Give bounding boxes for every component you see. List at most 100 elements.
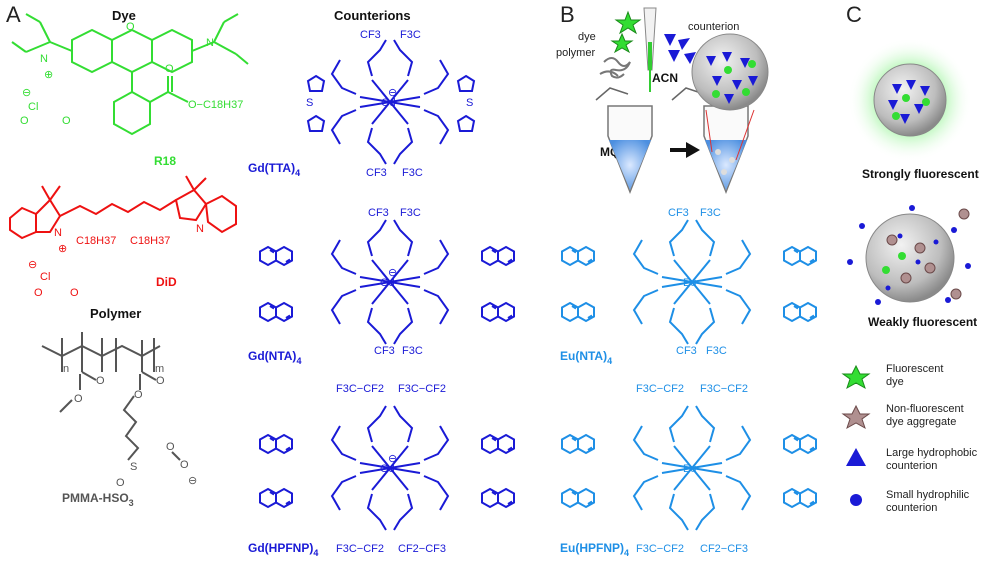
label-gd-nta: Gd(NTA)4: [248, 349, 301, 366]
sulfonate-o-bottom: O: [116, 477, 125, 489]
r18-nitrogen-left: N: [40, 53, 48, 65]
legend-item-4-line1: Small hydrophilic: [886, 489, 970, 501]
arrow-head: [686, 142, 700, 158]
polymer-index-m: m: [155, 363, 164, 375]
did-chain-right: C18H37: [130, 235, 170, 247]
gd-tta-f3c-br: F3C: [402, 167, 423, 179]
label-did: DiD: [156, 275, 177, 289]
r18-structure: [11, 13, 249, 136]
gd-tta-minus: ⊖: [388, 87, 397, 99]
r18-carbonyl-o: O: [165, 63, 174, 75]
label-weakly-fluorescent: Weakly fluorescent: [868, 315, 977, 329]
r18-perchlorate-cl: Cl: [28, 101, 38, 113]
eu-nta-cf3-tl: CF3: [668, 207, 689, 219]
weak-outside-ions: [847, 205, 971, 305]
section-title-polymer: Polymer: [90, 306, 141, 321]
legend-item-1-line2: dye: [886, 376, 904, 388]
did-perchlorate-cl: Cl: [40, 271, 50, 283]
eu-hpfnp-bottom-left: F3C−CF2: [636, 543, 684, 555]
eu-hpfnp-top-left: F3C−CF2: [636, 383, 684, 395]
sulfonate-o-top: O: [166, 441, 175, 453]
eu-hpfnp-bottom-right: CF2−CF3: [700, 543, 748, 555]
legend-item-1-line1: Fluorescent: [886, 363, 943, 375]
gd-nta-f3c-tr: F3C: [400, 207, 421, 219]
strong-particle-contents: [888, 80, 930, 124]
eu-hpfnp-metal: Eu: [683, 463, 696, 475]
gd-hpfnp-metal: Gd: [380, 463, 395, 475]
label-eu-hpfnp: Eu(HPFNP)4: [560, 541, 629, 558]
label-counterion: counterion: [688, 21, 739, 33]
eu-nta-f3c-br: F3C: [706, 345, 727, 357]
gd-nta-f3c-br: F3C: [402, 345, 423, 357]
nanoparticle-zoom: [691, 33, 769, 111]
legend-large-counterion-icon: [846, 448, 866, 466]
sulfonate-o-right: O: [180, 459, 189, 471]
panel-label-c: C: [846, 2, 862, 27]
gd-tta-s-right: S: [466, 97, 473, 109]
eu-hpfnp-top-right: F3C−CF2: [700, 383, 748, 395]
legend-aggregate-icon: [841, 404, 871, 430]
did-structure: [9, 175, 237, 240]
did-chain-left: C18H37: [76, 235, 116, 247]
gd-tta-cf3-bl: CF3: [366, 167, 387, 179]
label-gd-tta: Gd(TTA)4: [248, 161, 300, 178]
r18-perchlorate-o2: O: [62, 115, 71, 127]
label-strongly-fluorescent: Strongly fluorescent: [862, 167, 979, 181]
r18-perchlorate-o: O: [20, 115, 29, 127]
weak-particle-contents: [882, 233, 939, 291]
polymer-structure: [41, 332, 181, 461]
polymer-index-n: n: [63, 363, 69, 375]
panel-label-a: A: [6, 2, 21, 27]
weak-nanoparticle: [865, 213, 955, 303]
sulfonate-minus: ⊖: [188, 475, 197, 487]
label-acn: ACN: [652, 71, 678, 85]
did-nitrogen-left: N: [54, 227, 62, 239]
label-eu-nta: Eu(NTA)4: [560, 349, 612, 366]
legend-item-3-line2: counterion: [886, 460, 937, 472]
did-nitrogen-right: N: [196, 223, 204, 235]
eu-nta-f3c-tr: F3C: [700, 207, 721, 219]
did-perchlorate-o2: O: [70, 287, 79, 299]
legend-fluorescent-dye-icon: [841, 364, 871, 390]
r18-nitrogen-right: N: [206, 37, 214, 49]
gd-nta-cf3-bl: CF3: [374, 345, 395, 357]
gd-tta-cf3-tl: CF3: [360, 29, 381, 41]
r18-ester-chain: O−C18H37: [188, 99, 243, 111]
label-polymer: polymer: [556, 47, 595, 59]
gd-tta-s-left: S: [306, 97, 313, 109]
label-r18: R18: [154, 154, 176, 168]
label-pmma: PMMA-HSO3: [62, 491, 134, 508]
r18-oxygen: O: [126, 21, 135, 33]
polymer-squiggle: [599, 57, 631, 79]
did-perchlorate-o: O: [34, 287, 43, 299]
eu-nta-cf3-bl: CF3: [676, 345, 697, 357]
gd-tta-metal: Gd: [381, 97, 396, 109]
gd-hpfnp-bottom-right: CF2−CF3: [398, 543, 446, 555]
section-title-dye: Dye: [112, 8, 136, 23]
label-dye: dye: [578, 31, 596, 43]
legend: Fluorescent dye Non-fluorescent dye aggr…: [841, 363, 978, 514]
legend-item-2-line2: dye aggregate: [886, 416, 956, 428]
pipette: [643, 7, 657, 92]
polymer-ester-o1: O: [74, 393, 83, 405]
gd-nta-minus: ⊖: [388, 267, 397, 279]
panel-label-b: B: [560, 2, 575, 27]
polymer-carbonyl-o2: O: [156, 375, 165, 387]
gd-tta-f3c-tr: F3C: [400, 29, 421, 41]
polymer-carbonyl-o1: O: [96, 375, 105, 387]
r18-plus: ⊕: [44, 69, 53, 81]
section-title-counterions: Counterions: [334, 8, 411, 23]
legend-item-4-line2: counterion: [886, 502, 937, 514]
counterion-triangles: [664, 34, 696, 64]
legend-item-3-line1: Large hydrophobic: [886, 447, 978, 459]
gd-hpfnp-top-left: F3C−CF2: [336, 383, 384, 395]
legend-small-counterion-icon: [850, 494, 862, 506]
strong-nanoparticle: [873, 63, 947, 137]
sulfonate-s: S: [130, 461, 137, 473]
gd-hpfnp-minus: ⊖: [388, 453, 397, 465]
label-gd-hpfnp: Gd(HPFNP)4: [248, 541, 318, 558]
did-perchlorate-minus: ⊖: [28, 259, 37, 271]
gd-hpfnp-bottom-left: F3C−CF2: [336, 543, 384, 555]
